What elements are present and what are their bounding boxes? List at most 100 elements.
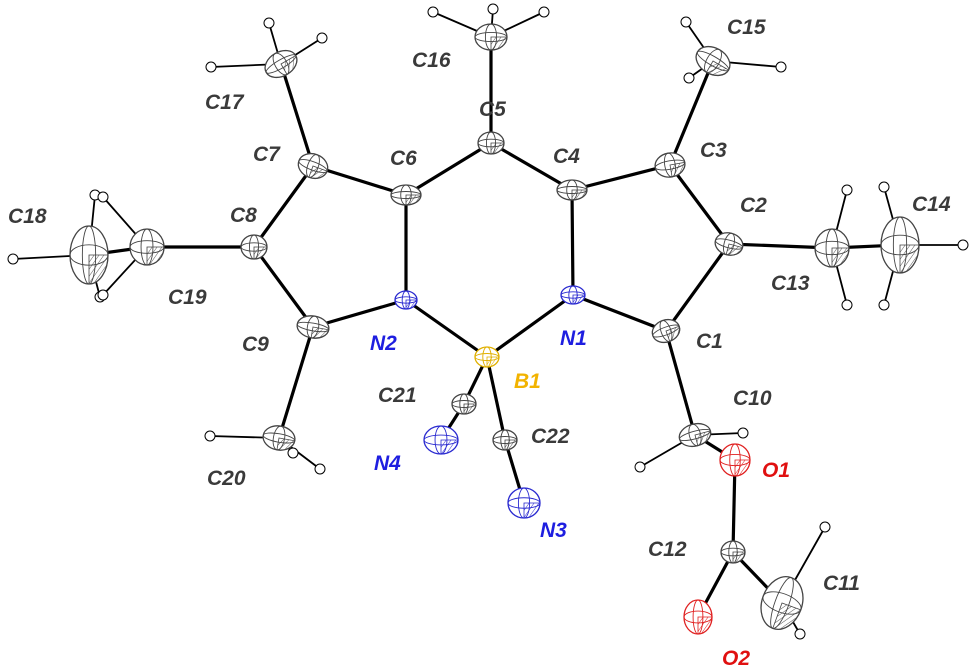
hydrogen-atom: [794, 628, 806, 640]
bond-c7-c6: [311, 164, 408, 197]
hydrogen-atom: [487, 3, 499, 15]
atom-label-c12: C12: [648, 538, 687, 561]
atom-label-c14: C14: [912, 193, 951, 216]
atom-label-c6: C6: [390, 147, 417, 170]
atom-label-o2: O2: [722, 647, 750, 670]
bond-c2-c3: [668, 163, 731, 246]
atom-label-c21: C21: [378, 384, 417, 407]
hydrogen-atom: [841, 184, 853, 196]
atom-c7: [297, 152, 329, 180]
atom-label-c11: C11: [823, 572, 860, 595]
hydrogen-atom: [878, 299, 890, 311]
bond-c9-c8: [252, 245, 315, 329]
atom-c17: [264, 49, 298, 79]
hydrogen-atom: [314, 463, 326, 475]
atom-label-n2: N2: [370, 332, 397, 355]
atom-n3: [507, 487, 541, 519]
bond-c3-c15: [668, 59, 715, 167]
atom-label-n1: N1: [560, 327, 587, 350]
hydrogen-atom: [680, 16, 692, 28]
atom-c8: [240, 234, 268, 260]
atom-label-c10: C10: [733, 387, 772, 410]
atom-o1: [719, 443, 751, 477]
atom-n1: [560, 285, 586, 305]
hydrogen-atom: [737, 427, 749, 439]
hydrogen-atom: [287, 447, 299, 459]
bond-c4-c5: [489, 141, 574, 192]
bond-c7-c17: [279, 62, 315, 168]
atom-label-c8: C8: [230, 204, 257, 227]
bond-n2-c9: [311, 298, 408, 329]
atom-label-layer: C1C2C3C4C5C6C7C8C9C10C11C12C13C14C15C16C…: [8, 16, 951, 670]
atom-label-c22: C22: [531, 425, 570, 448]
atom-c13: [814, 228, 850, 268]
atom-c3: [654, 152, 686, 178]
atom-c21: [451, 393, 477, 415]
hydrogen-atom: [634, 461, 646, 473]
atom-label-c2: C2: [740, 194, 767, 217]
atom-c6: [390, 184, 422, 206]
hydrogen-atom: [683, 72, 695, 84]
atom-label-c17: C17: [205, 91, 245, 114]
atom-c10: [678, 422, 712, 448]
hydrogen-atom: [7, 253, 19, 265]
atom-b1: [474, 346, 500, 368]
bond-c9-c20: [277, 325, 315, 440]
atom-label-c16: C16: [412, 49, 451, 72]
hydrogen-atom: [263, 17, 275, 29]
atom-label-b1: B1: [514, 370, 541, 393]
atom-label-c1: C1: [696, 330, 723, 353]
atom-c1: [651, 318, 681, 344]
atom-label-c4: C4: [553, 145, 580, 168]
atom-c11: [760, 576, 804, 630]
atom-c22: [492, 429, 518, 451]
atom-c15: [695, 45, 731, 77]
atom-label-c20: C20: [207, 467, 246, 490]
atom-o2: [683, 599, 713, 635]
bond-b1-c22: [485, 355, 507, 442]
atom-c16: [474, 23, 508, 51]
hydrogen-atom: [316, 32, 328, 44]
atom-c14: [880, 216, 920, 274]
atom-c5: [477, 131, 505, 155]
hydrogen-atom: [957, 239, 969, 251]
heavy-atom-layer: [69, 23, 920, 635]
bond-c8-c7: [252, 164, 315, 249]
atom-c9: [296, 315, 330, 339]
atom-label-n4: N4: [374, 452, 401, 475]
hydrogen-atom: [878, 181, 890, 193]
bond-c1-c10: [664, 329, 697, 437]
bond-c4-n1: [570, 188, 575, 297]
bond-c5-c6: [404, 141, 493, 197]
bond-c3-c4: [570, 163, 672, 192]
atom-label-c9: C9: [242, 333, 269, 356]
atom-c4: [556, 179, 588, 201]
atom-n4: [423, 425, 459, 455]
atom-label-c7: C7: [253, 143, 281, 166]
hydrogen-atom: [819, 521, 831, 533]
hydrogen-atom: [775, 61, 787, 73]
bond-n2-b1: [404, 298, 489, 359]
hydrogen-atom: [97, 191, 109, 203]
atom-label-n3: N3: [540, 519, 567, 542]
atom-label-c5: C5: [479, 98, 506, 121]
hydrogen-atom-layer: [7, 3, 969, 640]
hydrogen-atom: [97, 289, 109, 301]
atom-label-c19: C19: [168, 286, 207, 309]
atom-label-c3: C3: [700, 139, 727, 162]
hydrogen-atom: [427, 6, 439, 18]
hydrogen-atom: [841, 299, 853, 311]
hydrogen-atom: [538, 6, 550, 18]
hydrogen-atom: [204, 430, 216, 442]
bond-n1-b1: [485, 293, 575, 359]
bond-n1-c1: [571, 293, 668, 333]
atom-label-c18: C18: [8, 205, 47, 228]
atom-c19: [129, 228, 165, 266]
atom-label-c13: C13: [771, 272, 810, 295]
atom-c18: [69, 225, 109, 285]
bond-layer: [87, 35, 902, 619]
bond-c1-c2: [664, 242, 731, 333]
atom-c12: [720, 540, 746, 564]
